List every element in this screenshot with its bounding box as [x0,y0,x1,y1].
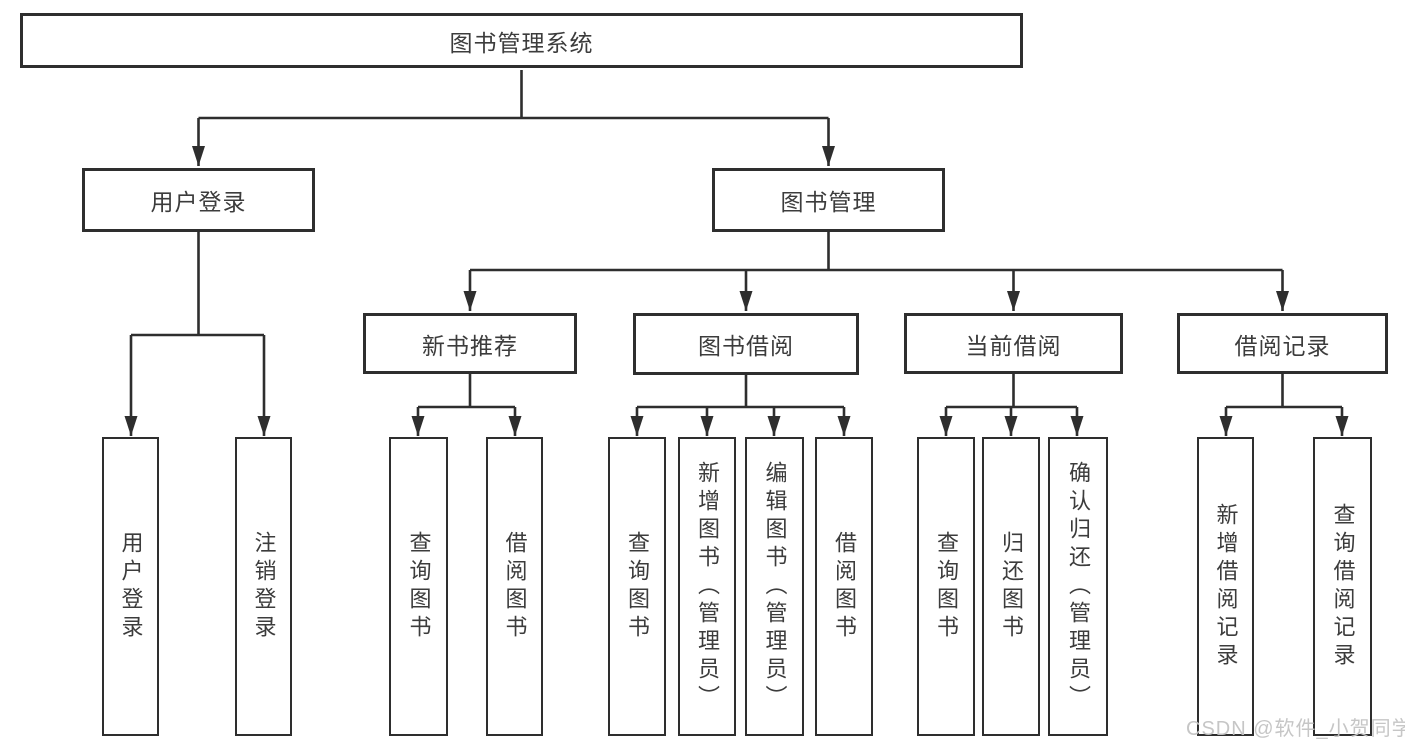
connector-book-borrow-children [630,374,851,436]
connector-user-login-children [124,232,271,436]
connector-root-to-level2 [192,70,835,166]
connector-new-book-children [411,374,522,436]
leaf-logout: 注销登录 [235,437,292,736]
leaf-confirm-return-admin: 确认归还（管理员） [1048,437,1108,736]
connector-borrow-records-children [1219,374,1349,436]
connector-current-borrow-children [939,374,1084,436]
node-library-system-root: 图书管理系统 [20,13,1023,68]
leaf-borrow-books-recommend: 借阅图书 [486,437,543,736]
leaf-borrow-books: 借阅图书 [815,437,873,736]
leaf-add-borrow-record: 新增借阅记录 [1197,437,1254,736]
connector-book-management-children [463,232,1289,311]
node-current-borrow: 当前借阅 [904,313,1123,374]
node-book-borrow: 图书借阅 [633,313,859,375]
csdn-watermark: CSDN @软件_小贺同学 [1186,718,1405,740]
node-user-login: 用户登录 [82,168,315,232]
node-book-management: 图书管理 [712,168,945,232]
leaf-query-books-current: 查询图书 [917,437,975,736]
node-borrow-records: 借阅记录 [1177,313,1388,374]
leaf-add-book-admin: 新增图书（管理员） [678,437,736,736]
node-new-book-recommend: 新书推荐 [363,313,577,374]
leaf-return-books: 归还图书 [982,437,1040,736]
leaf-query-borrow-record: 查询借阅记录 [1313,437,1372,736]
leaf-edit-book-admin: 编辑图书（管理员） [745,437,804,736]
leaf-query-books-borrow: 查询图书 [608,437,666,736]
leaf-user-login: 用户登录 [102,437,159,736]
leaf-query-books-recommend: 查询图书 [389,437,448,736]
